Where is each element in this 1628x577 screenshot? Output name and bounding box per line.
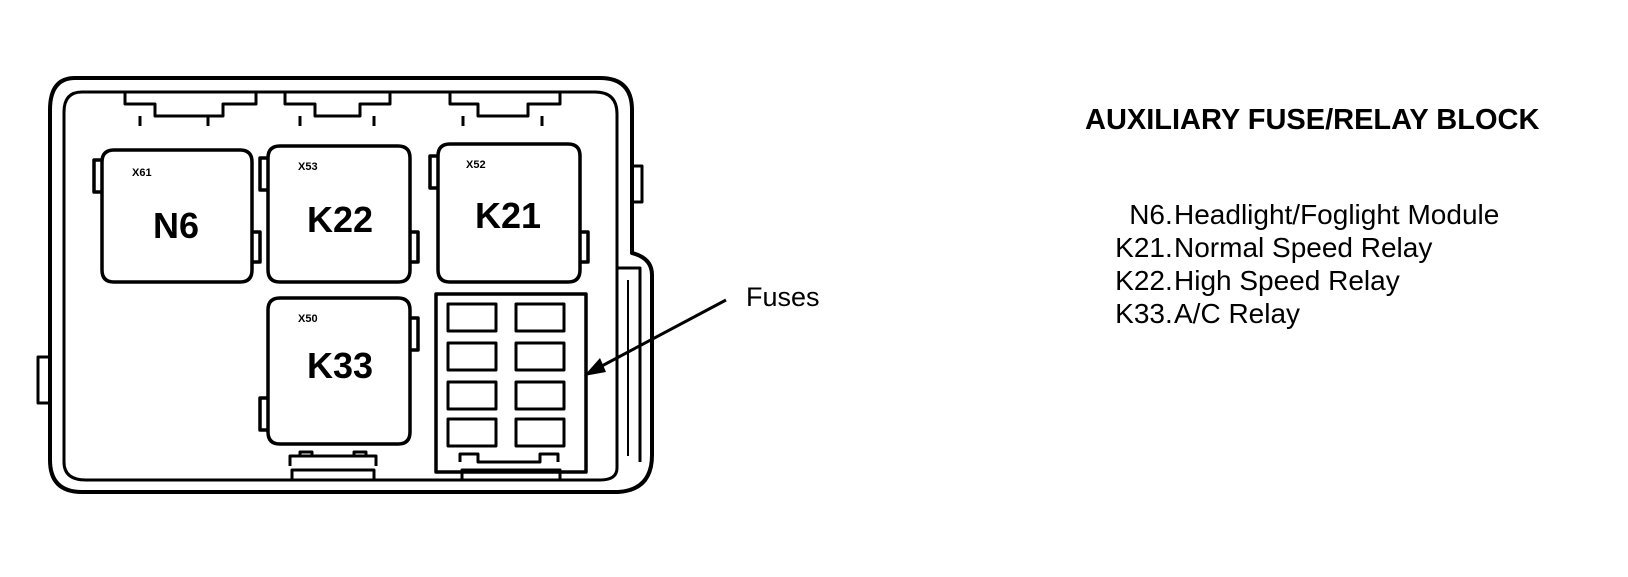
legend-description: High Speed Relay [1174,265,1400,296]
legend-item: N6.Headlight/Foglight Module [1085,198,1499,231]
side-tab-left [36,355,52,405]
relay-k22-socket-label: X53 [298,161,318,173]
relay-k33-housing [258,296,420,446]
legend-code: K22 [1115,265,1165,296]
block-title: AUXILIARY FUSE/RELAY BLOCK [1085,104,1540,136]
relay-k33-socket-label: X50 [298,313,318,325]
relay-k21-housing [428,142,590,284]
fuses-callout-arrowhead [584,358,606,376]
legend-item: K22.High Speed Relay [1085,264,1499,297]
legend-code: K33 [1115,298,1165,329]
legend-item: K21.Normal Speed Relay [1085,231,1499,264]
legend-code: K21 [1115,232,1165,263]
relay-n6-socket-label: X61 [132,167,152,179]
relay-k22-housing [258,144,420,284]
component-legend: N6.Headlight/Foglight Module K21.Normal … [1085,198,1499,330]
relay-n6-housing [92,148,262,284]
legend-item: K33.A/C Relay [1085,297,1499,330]
legend-description: Normal Speed Relay [1174,232,1433,263]
legend-description: Headlight/Foglight Module [1174,199,1500,230]
block-housing-outer [48,76,654,494]
block-housing-inner [62,90,619,482]
side-channel [617,266,642,462]
relay-k33-label: K33 [307,345,373,386]
fuse-panel [434,292,588,480]
top-latch-3 [448,92,562,126]
relay-k22-label: K22 [307,199,373,240]
relay-n6-label: N6 [153,205,199,246]
fuses-callout-label: Fuses [746,282,820,312]
relay-k21-label: K21 [475,195,541,236]
fuses-callout-line [597,298,727,370]
legend-code: N6 [1129,199,1165,230]
side-tab-right [630,164,644,204]
bottom-latch [288,450,378,480]
top-latch-2 [283,92,392,126]
legend-description: A/C Relay [1174,298,1301,329]
relay-k21-socket-label: X52 [466,159,486,171]
top-latch-1 [123,92,258,126]
